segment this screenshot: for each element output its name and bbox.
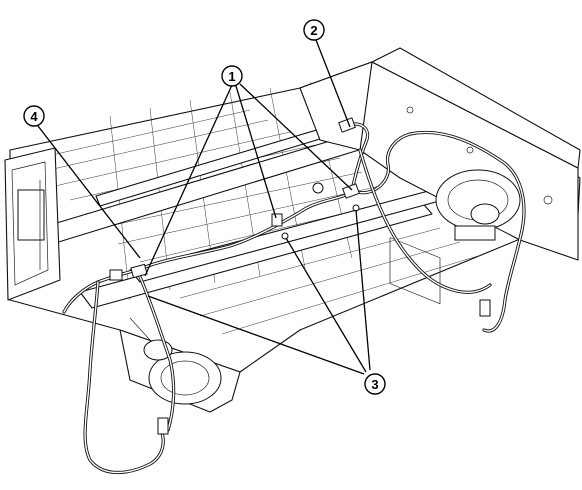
right-fan-housing xyxy=(435,169,521,241)
callout-1: 1 xyxy=(221,65,243,87)
cable-harness xyxy=(62,117,526,474)
callout-2: 2 xyxy=(303,19,325,41)
callout-3: 3 xyxy=(364,373,386,395)
left-end-wall xyxy=(4,147,61,301)
callout-2-label: 2 xyxy=(310,23,317,38)
leader-lines xyxy=(37,39,371,375)
callout-3-label: 3 xyxy=(371,377,378,392)
left-fan-housing xyxy=(119,317,241,413)
callout-4-label: 4 xyxy=(30,109,38,124)
callout-1-label: 1 xyxy=(228,69,235,84)
callout-4: 4 xyxy=(23,105,45,127)
